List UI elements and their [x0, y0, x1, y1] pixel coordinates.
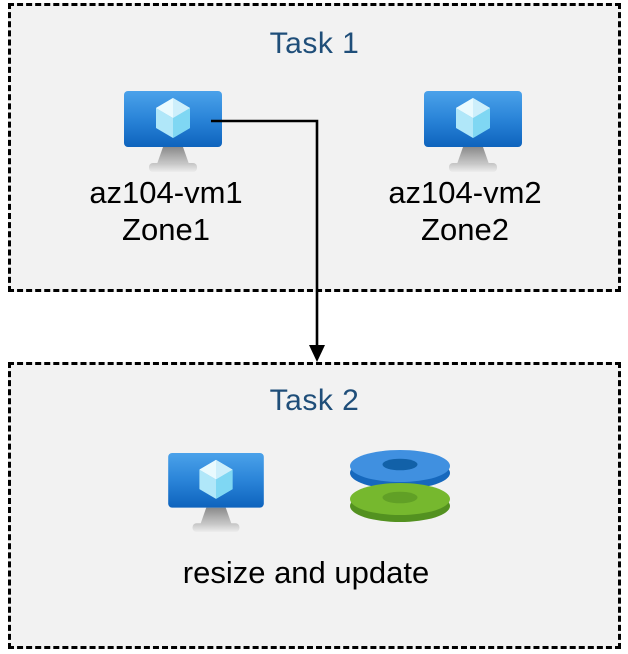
virtual-machine-icon: [124, 91, 222, 172]
vm1-zone: Zone1: [122, 212, 210, 247]
vm1-label: az104-vm1 Zone1: [61, 174, 271, 248]
task2-caption: resize and update: [182, 555, 430, 590]
vm2-label: az104-vm2 Zone2: [360, 174, 570, 248]
task2-title: Task 2: [269, 384, 360, 417]
vm1-name: az104-vm1: [89, 175, 243, 210]
task1-title: Task 1: [269, 27, 360, 60]
vm2-name: az104-vm2: [388, 175, 542, 210]
virtual-machine-icon: [424, 91, 522, 172]
managed-disks-icon: [350, 450, 450, 522]
task1-box: Task 1 az104-vm1 Zone1 az104-vm2 Zone2: [8, 3, 621, 292]
virtual-machine-icon: [168, 453, 264, 533]
vm2-zone: Zone2: [421, 212, 509, 247]
task2-box: Task 2 resize and update: [8, 362, 621, 649]
